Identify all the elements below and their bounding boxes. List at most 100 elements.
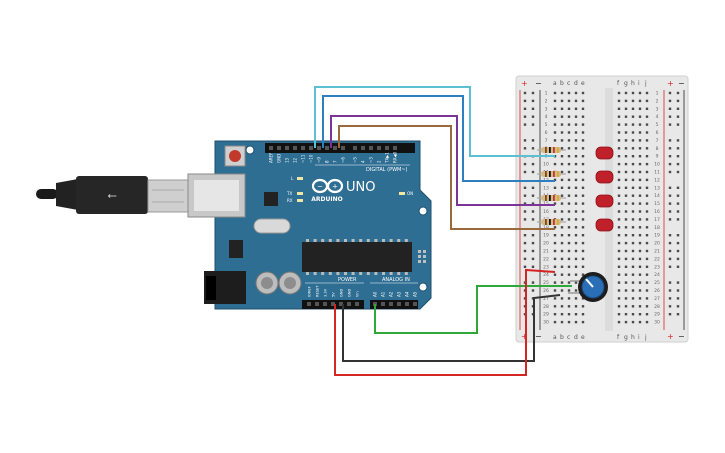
- rail-hole[interactable]: [531, 241, 535, 245]
- breadboard-hole[interactable]: [574, 162, 578, 166]
- potentiometer[interactable]: [568, 272, 608, 302]
- rail-hole[interactable]: [531, 202, 535, 205]
- rail-hole[interactable]: [668, 139, 672, 142]
- breadboard-hole[interactable]: [617, 115, 621, 118]
- breadboard-hole[interactable]: [553, 107, 557, 110]
- breadboard-hole[interactable]: [574, 234, 578, 237]
- breadboard-hole[interactable]: [560, 91, 564, 95]
- header-pin-hole[interactable]: [389, 302, 393, 306]
- rail-hole[interactable]: [676, 139, 680, 142]
- breadboard-hole[interactable]: [553, 178, 557, 182]
- rail-hole[interactable]: [668, 170, 672, 174]
- rail-hole[interactable]: [676, 155, 680, 158]
- breadboard-hole[interactable]: [560, 241, 564, 245]
- breadboard-hole[interactable]: [581, 107, 585, 110]
- breadboard-hole[interactable]: [638, 115, 642, 118]
- breadboard-hole[interactable]: [631, 249, 635, 253]
- breadboard-hole[interactable]: [574, 226, 578, 229]
- rail-hole[interactable]: [676, 313, 680, 316]
- breadboard-hole[interactable]: [645, 273, 649, 276]
- breadboard-hole[interactable]: [574, 265, 578, 268]
- breadboard-hole[interactable]: [560, 178, 564, 182]
- breadboard-hole[interactable]: [638, 155, 642, 158]
- breadboard-hole[interactable]: [631, 234, 635, 237]
- breadboard-hole[interactable]: [560, 123, 564, 126]
- breadboard-hole[interactable]: [624, 320, 628, 324]
- header-pin-hole[interactable]: [347, 302, 351, 306]
- breadboard-hole[interactable]: [560, 131, 564, 134]
- rail-hole[interactable]: [531, 194, 535, 197]
- breadboard-hole[interactable]: [567, 297, 571, 300]
- breadboard-hole[interactable]: [574, 99, 578, 103]
- breadboard-hole[interactable]: [574, 147, 578, 150]
- wire-red[interactable]: [334, 268, 556, 376]
- breadboard-hole[interactable]: [645, 265, 649, 268]
- breadboard-hole[interactable]: [567, 249, 571, 253]
- breadboard-hole[interactable]: [624, 265, 628, 268]
- rail-hole[interactable]: [668, 218, 672, 221]
- header-pin-hole[interactable]: [323, 302, 327, 306]
- breadboard-hole[interactable]: [638, 99, 642, 103]
- breadboard-hole[interactable]: [624, 226, 628, 229]
- breadboard-hole[interactable]: [638, 234, 642, 237]
- rail-hole[interactable]: [676, 265, 680, 268]
- breadboard-hole[interactable]: [638, 305, 642, 308]
- breadboard-hole[interactable]: [567, 162, 571, 166]
- header-pin-hole[interactable]: [355, 302, 359, 306]
- header-pin-hole[interactable]: [331, 302, 335, 306]
- breadboard-hole[interactable]: [567, 186, 571, 189]
- breadboard-hole[interactable]: [624, 147, 628, 150]
- breadboard-hole[interactable]: [574, 281, 578, 284]
- breadboard-hole[interactable]: [645, 131, 649, 134]
- breadboard-hole[interactable]: [553, 91, 557, 95]
- breadboard-hole[interactable]: [624, 170, 628, 174]
- resistor[interactable]: [537, 195, 566, 201]
- breadboard-hole[interactable]: [567, 305, 571, 308]
- breadboard-hole[interactable]: [553, 320, 557, 324]
- rail-hole[interactable]: [676, 210, 680, 213]
- breadboard-hole[interactable]: [581, 178, 585, 182]
- breadboard-hole[interactable]: [581, 305, 585, 308]
- breadboard-hole[interactable]: [574, 194, 578, 197]
- breadboard-hole[interactable]: [581, 249, 585, 253]
- breadboard-hole[interactable]: [560, 305, 564, 308]
- breadboard-hole[interactable]: [638, 91, 642, 95]
- breadboard-hole[interactable]: [617, 194, 621, 197]
- breadboard-hole[interactable]: [581, 320, 585, 324]
- breadboard-hole[interactable]: [574, 297, 578, 300]
- rail-hole[interactable]: [523, 249, 527, 253]
- rail-hole[interactable]: [668, 257, 672, 261]
- breadboard-hole[interactable]: [617, 265, 621, 268]
- breadboard-hole[interactable]: [624, 139, 628, 142]
- rail-hole[interactable]: [531, 139, 535, 142]
- breadboard-hole[interactable]: [581, 257, 585, 261]
- breadboard-hole[interactable]: [560, 281, 564, 284]
- breadboard-hole[interactable]: [624, 155, 628, 158]
- header-pin-hole[interactable]: [341, 146, 345, 150]
- rail-hole[interactable]: [531, 265, 535, 268]
- rail-hole[interactable]: [668, 202, 672, 205]
- wire-brown[interactable]: [338, 125, 555, 230]
- breadboard-hole[interactable]: [645, 320, 649, 324]
- breadboard-hole[interactable]: [617, 99, 621, 103]
- breadboard-hole[interactable]: [553, 115, 557, 118]
- breadboard-hole[interactable]: [624, 115, 628, 118]
- breadboard-hole[interactable]: [567, 241, 571, 245]
- resistor[interactable]: [537, 147, 566, 153]
- breadboard-hole[interactable]: [574, 123, 578, 126]
- breadboard-hole[interactable]: [567, 265, 571, 268]
- rail-hole[interactable]: [531, 234, 535, 237]
- breadboard-hole[interactable]: [624, 194, 628, 197]
- breadboard-hole[interactable]: [631, 305, 635, 308]
- rail-hole[interactable]: [668, 241, 672, 245]
- rail-hole[interactable]: [676, 289, 680, 292]
- breadboard-hole[interactable]: [581, 123, 585, 126]
- breadboard-hole[interactable]: [624, 162, 628, 166]
- header-pin-hole[interactable]: [381, 302, 385, 306]
- breadboard-hole[interactable]: [645, 139, 649, 142]
- rail-hole[interactable]: [531, 162, 535, 166]
- breadboard-hole[interactable]: [631, 91, 635, 95]
- breadboard-hole[interactable]: [553, 139, 557, 142]
- breadboard-hole[interactable]: [581, 91, 585, 95]
